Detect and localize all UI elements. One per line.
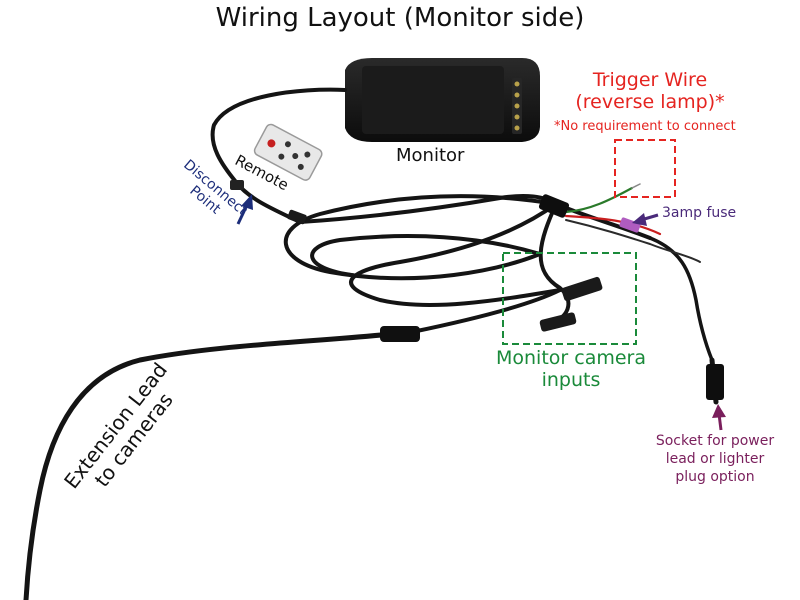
socket-line-1: Socket for power [655, 433, 775, 449]
monitor-label: Monitor [396, 145, 465, 166]
page-title: Wiring Layout (Monitor side) [215, 3, 585, 33]
remote-control [253, 123, 323, 181]
trigger-line-1: Trigger Wire [592, 69, 708, 91]
trigger-wire-label: Trigger Wire (reverse lamp)* [570, 69, 730, 114]
power-socket-label: Socket for power lead or lighter plug op… [640, 432, 790, 487]
inputs-line-2: inputs [541, 368, 601, 391]
socket-line-3: plug option [675, 469, 755, 486]
socket-line-2: lead or lighter [665, 451, 765, 468]
trigger-note: *No requirement to connect [554, 119, 736, 134]
camera-inputs-box [502, 252, 637, 345]
fuse-label: 3amp fuse [662, 205, 737, 221]
trigger-wire-box [614, 139, 676, 198]
connector-bodies [230, 180, 724, 400]
trigger-line-2: (reverse lamp)* [575, 90, 725, 113]
socket-arrow [712, 404, 726, 431]
power-and-trigger-wires [564, 183, 701, 263]
disconnect-arrow [236, 194, 253, 225]
inputs-line-1: Monitor camera [495, 347, 646, 369]
cable-bundle [23, 87, 719, 600]
camera-inputs-label: Monitor camera inputs [490, 347, 652, 392]
fuse-arrow [632, 213, 659, 226]
rear-view-mirror-monitor [345, 58, 540, 142]
